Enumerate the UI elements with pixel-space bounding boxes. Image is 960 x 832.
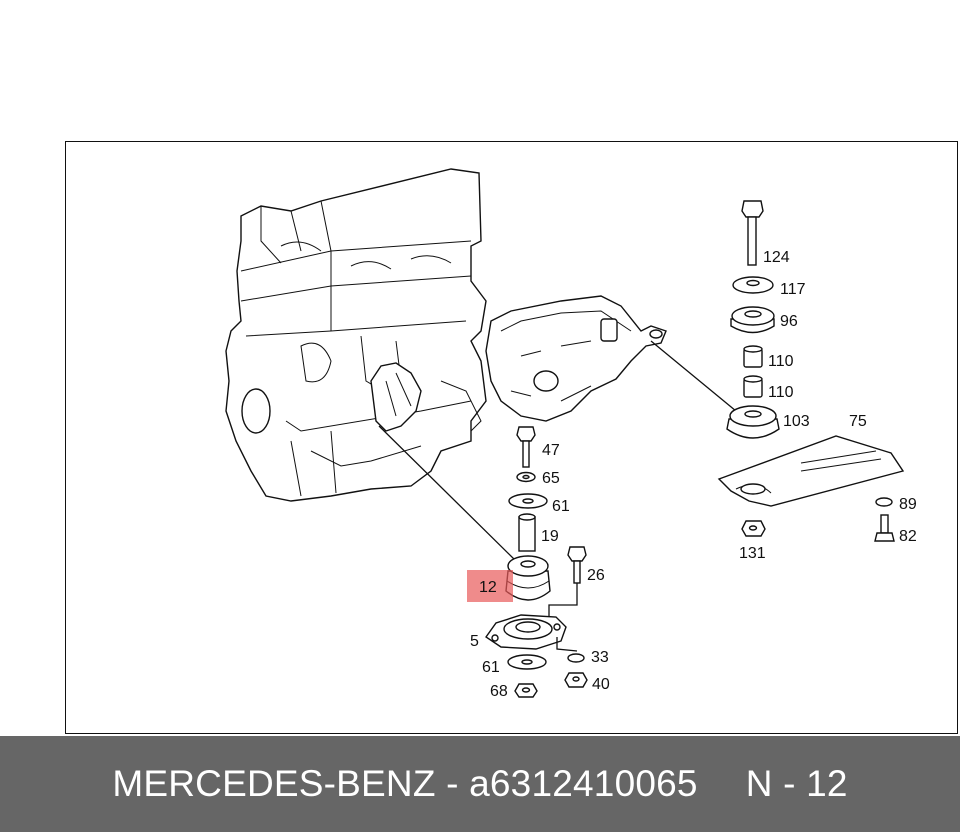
label-110-b: 110 — [768, 384, 794, 401]
label-47: 47 — [542, 442, 560, 459]
footer-bar: MERCEDES-BENZ - a6312410065 N - 12 — [0, 736, 960, 832]
part-61-washer-bottom — [507, 654, 547, 670]
transmission — [485, 295, 667, 422]
highlight-box — [467, 570, 513, 602]
part-96-mount — [730, 306, 775, 334]
part-110-sleeve-a — [743, 345, 763, 368]
part-5-mounting-plate — [485, 583, 578, 652]
label-96: 96 — [780, 313, 798, 330]
part-40-nut — [564, 672, 588, 688]
part-75-crossmember — [717, 435, 905, 507]
label-33: 33 — [591, 649, 609, 666]
label-75: 75 — [849, 413, 867, 430]
part-131-nut — [741, 520, 766, 537]
part-82-bolt — [874, 514, 895, 542]
part-12-rubber-mount — [505, 555, 551, 601]
part-65-washer — [516, 471, 536, 483]
part-47-bolt — [516, 426, 536, 468]
part-61-washer-top — [508, 493, 548, 509]
part-117-washer — [732, 276, 774, 294]
label-117: 117 — [780, 281, 806, 298]
label-19: 19 — [541, 528, 559, 545]
part-89-washer — [875, 497, 893, 507]
engine-block — [225, 168, 487, 502]
label-12: 12 — [479, 579, 497, 596]
label-68: 68 — [490, 683, 508, 700]
parts-diagram: 124 117 96 110 110 103 75 89 82 131 47 6… — [225, 168, 917, 700]
part-110-sleeve-b — [743, 375, 763, 398]
footer-caption: MERCEDES-BENZ - a6312410065 N - 12 — [0, 736, 960, 832]
part-103-mount — [726, 405, 780, 439]
label-103: 103 — [783, 413, 810, 430]
label-131: 131 — [739, 545, 766, 562]
label-82: 82 — [899, 528, 917, 545]
label-26: 26 — [587, 567, 605, 584]
part-68-nut — [514, 683, 538, 698]
part-33-washer — [567, 653, 585, 663]
label-89: 89 — [899, 496, 917, 513]
label-110-a: 110 — [768, 353, 794, 370]
part-19-sleeve — [518, 513, 536, 552]
diagram-position: N - 12 — [745, 763, 848, 804]
brand-part-number: MERCEDES-BENZ - a6312410065 — [112, 763, 698, 804]
label-124: 124 — [763, 249, 790, 266]
label-40: 40 — [592, 676, 610, 693]
label-5: 5 — [470, 633, 479, 650]
part-124-bolt — [741, 200, 764, 266]
part-26-bolt — [567, 546, 587, 584]
label-61-bottom: 61 — [482, 659, 500, 676]
label-65: 65 — [542, 470, 560, 487]
label-61-top: 61 — [552, 498, 570, 515]
diagram-frame: 124 117 96 110 110 103 75 89 82 131 47 6… — [65, 141, 958, 734]
